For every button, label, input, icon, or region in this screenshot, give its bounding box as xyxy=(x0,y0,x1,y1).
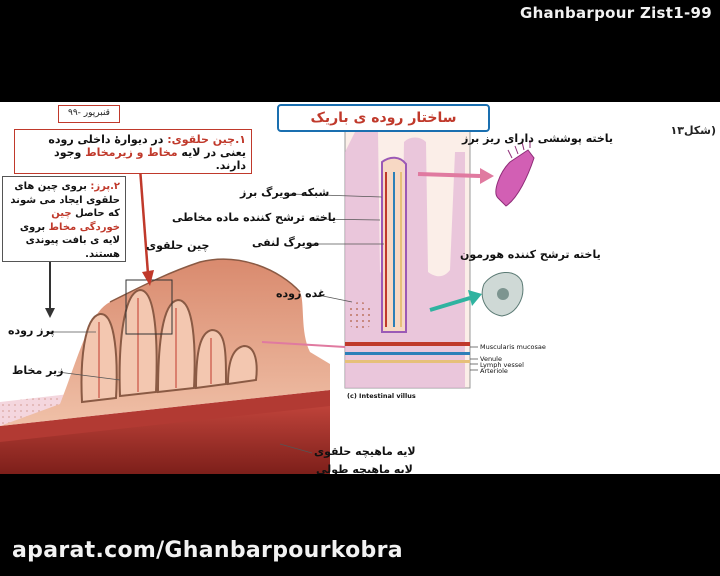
label-circular-fold: چین حلقوی xyxy=(146,239,210,252)
top-letterbox xyxy=(0,0,720,102)
label-villus: پرز روده xyxy=(8,324,55,337)
pink-arrow xyxy=(417,172,481,178)
teal-arrow xyxy=(429,296,471,312)
bottom-watermark: aparat.com/Ghanbarpourkobra xyxy=(12,538,403,563)
figure-number: (شکل۱۳ xyxy=(670,124,717,137)
longitudinal-muscle-layer xyxy=(0,402,330,474)
circular-muscle-layer xyxy=(0,388,330,442)
note1-highlight: مخاط و زیرمخاط xyxy=(85,146,178,159)
slide-area: ساختار روده ی باریک (شکل۱۳ قنبرپور -۹۹ ۱… xyxy=(0,102,720,474)
label-capillary-network: شبکه مویرگ برز xyxy=(240,186,330,199)
figure-caption: (c) Intestinal villus xyxy=(347,392,416,400)
label-muscularis-mucosae: Muscularis mucosae xyxy=(480,343,546,351)
label-arteriole: Arteriole xyxy=(480,367,508,375)
note2-highlight: چین خوردگی مخاط xyxy=(48,208,120,233)
label-submucosa: زیر مخاط xyxy=(12,364,64,377)
note1-text-b: وجود دارند. xyxy=(54,146,246,172)
label-hormone-cell: یاخته ترشح کننده هورمون xyxy=(460,248,601,261)
label-lymph-vessel: Lymph vessel xyxy=(480,361,524,369)
note2-heading: ۲.پرز: xyxy=(90,181,120,192)
note2-text-a: بروی چین های حلقوی ایجاد می شوند که حاصل xyxy=(10,181,120,219)
label-longitudinal-muscle: لایه ماهیچه طولی xyxy=(316,463,413,474)
intestine-illustration xyxy=(0,117,535,474)
label-venule: Venule xyxy=(480,355,502,363)
note-circular-fold: ۱.چین حلقوی: در دیوارهٔ داخلی روده یعنی … xyxy=(14,129,252,174)
note-villus: ۲.پرز: بروی چین های حلقوی ایجاد می شوند … xyxy=(2,176,126,262)
label-enzyme-cell: یاخته ترشح کننده ماده مخاطی xyxy=(172,211,337,224)
brush-border-cell-image xyxy=(495,149,535,207)
label-lacteal: مویرگ لنفی xyxy=(252,236,320,249)
slide-title: ساختار روده ی باریک xyxy=(277,104,490,132)
label-brush-border-cell: یاخته پوششی دارای ریز برز xyxy=(462,132,614,145)
top-watermark: Ghanbarpour Zist1-99 xyxy=(519,4,712,22)
note2-text-b: بروی لایه ی بافت پیوندی هستند. xyxy=(19,221,120,260)
author-tag: قنبرپور -۹۹ xyxy=(58,105,120,123)
label-circular-muscle: لایه ماهیچه حلقوی xyxy=(314,445,416,458)
note1-heading: ۱.چین حلقوی: xyxy=(167,133,246,146)
bottom-letterbox xyxy=(0,474,720,576)
note1-text-a: در دیوارهٔ داخلی روده یعنی در لایه xyxy=(48,133,246,159)
label-gland: غده روده xyxy=(276,287,326,300)
